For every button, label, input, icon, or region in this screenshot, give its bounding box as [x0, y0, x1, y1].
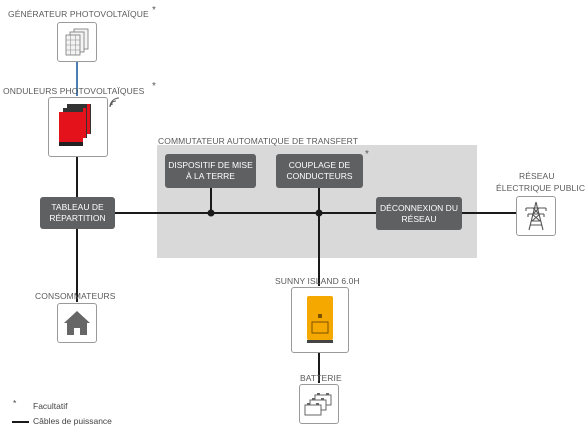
junction-grounding	[207, 209, 215, 217]
distribution-board: TABLEAU DE RÉPARTITION	[40, 197, 115, 229]
ats-label: COMMUTATEUR AUTOMATIQUE DE TRANSFERT	[158, 136, 359, 146]
pv-inverters-optional-mark: *	[152, 81, 156, 92]
pv-inverters-box	[48, 97, 108, 157]
loads-label: CONSOMMATEURS	[35, 291, 116, 301]
sunny-island-label: SUNNY ISLAND 6.0H	[275, 276, 360, 286]
loads-box	[57, 303, 97, 343]
junction-coupling	[315, 209, 323, 217]
conductor-coupling: COUPLAGE DE CONDUCTEURS	[276, 154, 363, 188]
power-pylon-icon	[525, 201, 547, 231]
battery-icon	[304, 393, 332, 416]
solar-panel-icon	[65, 28, 89, 56]
grid-disconnect: DÉCONNEXION DU RÉSEAU	[376, 197, 462, 230]
sunny-island-box	[291, 287, 349, 353]
pv-generator-label: GÉNÉRATEUR PHOTOVOLTAÏQUE	[8, 9, 149, 19]
pv-inverters-label: ONDULEURS PHOTOVOLTAÏQUES	[3, 86, 145, 96]
battery-box	[299, 384, 339, 424]
grid-label-line2: ÉLECTRIQUE PUBLIC	[496, 183, 585, 193]
pv-generator-box	[57, 22, 97, 62]
house-icon	[64, 311, 90, 335]
inverter-icon	[59, 104, 91, 146]
grid-box	[516, 196, 556, 236]
pv-generator-optional-mark: *	[152, 5, 156, 16]
coupling-optional-mark: *	[365, 149, 369, 160]
wireless-icon	[109, 97, 120, 108]
legend-optional-text: Facultatif	[33, 401, 68, 411]
legend-optional-symbol: *	[13, 398, 17, 408]
battery-label: BATTERIE	[300, 373, 342, 383]
grounding-device: DISPOSITIF DE MISE À LA TERRE	[165, 154, 256, 188]
legend-cables-text: Câbles de puissance	[33, 416, 112, 426]
grid-label-line1: RÉSEAU	[519, 171, 555, 181]
sunny-island-inverter-icon	[307, 296, 333, 343]
legend-cable-swatch	[12, 421, 29, 423]
